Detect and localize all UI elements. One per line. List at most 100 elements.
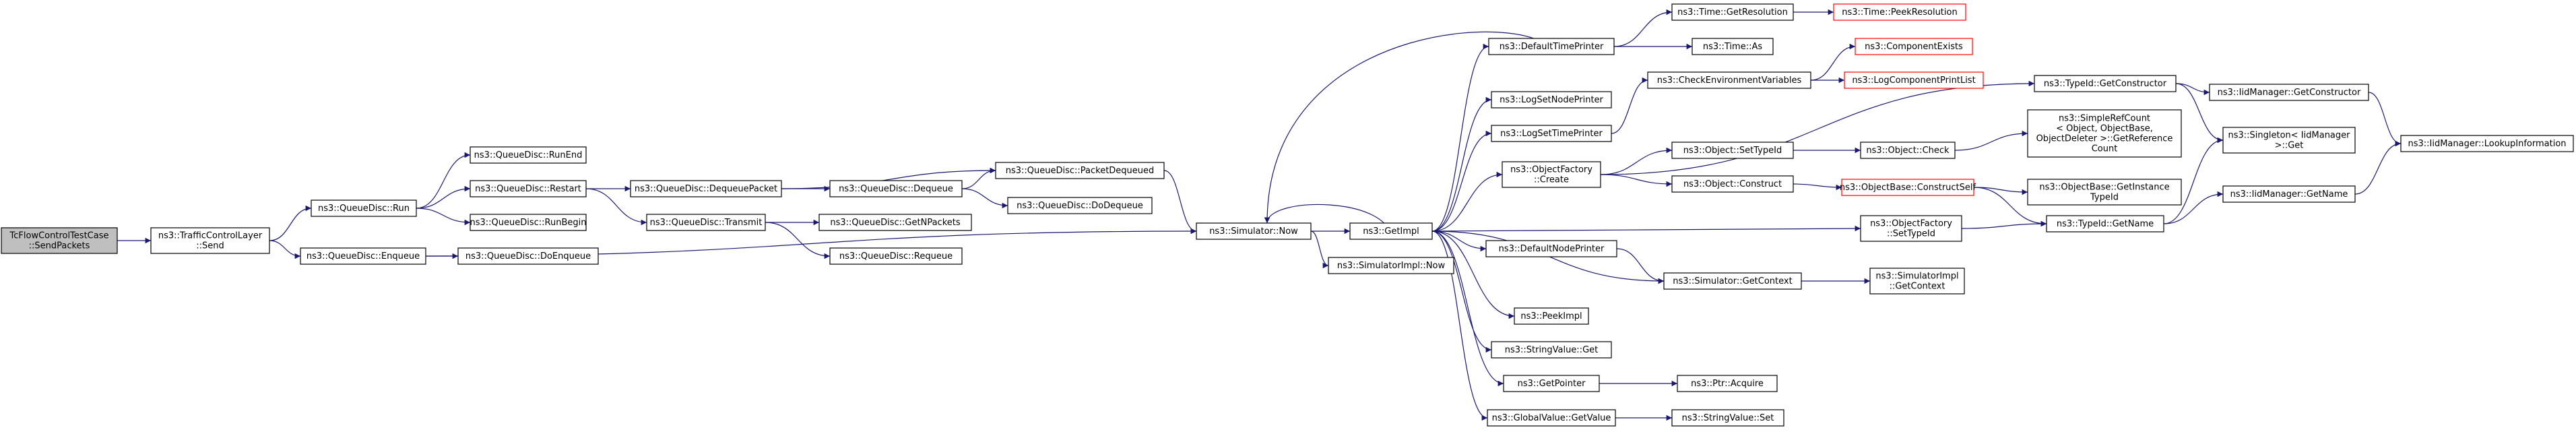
node-qd-restart[interactable]: ns3::QueueDisc::Restart — [470, 180, 587, 197]
node-label: ns3::ObjectFactory — [1870, 219, 1952, 229]
node-label: ns3::TrafficControlLayer — [158, 231, 263, 241]
node-object-check[interactable]: ns3::Object::Check — [1860, 142, 1956, 159]
node-defaultnodeprinter[interactable]: ns3::DefaultNodePrinter — [1485, 240, 1617, 257]
node-objectfactory-create[interactable]: ns3::ObjectFactory::Create — [1502, 161, 1601, 188]
node-qd-doenqueue[interactable]: ns3::QueueDisc::DoEnqueue — [457, 247, 599, 265]
node-label: ns3::LogComponentPrintList — [1852, 75, 1975, 86]
call-edge-getimpl-to-getpointer — [1431, 230, 1504, 387]
node-typeid-getname[interactable]: ns3::TypeId::GetName — [2046, 215, 2164, 233]
node-box — [1491, 341, 1612, 359]
node-qd-dodequeue[interactable]: ns3::QueueDisc::DoDequeue — [1007, 197, 1153, 214]
node-globalvalue-getvalue[interactable]: ns3::GlobalValue::GetValue — [1487, 409, 1616, 427]
node-box — [2209, 84, 2369, 101]
node-box — [2400, 135, 2574, 152]
node-box — [2222, 127, 2356, 154]
node-logsettimeprinter[interactable]: ns3::LogSetTimePrinter — [1491, 125, 1612, 142]
node-object-settypeid[interactable]: ns3::Object::SetTypeId — [1671, 142, 1794, 159]
node-box — [1502, 161, 1601, 188]
node-label: ns3::SimulatorImpl::Now — [1337, 261, 1446, 271]
node-tcl-send[interactable]: ns3::TrafficControlLayer::Send — [150, 227, 270, 254]
node-root[interactable]: TcFlowControlTestCase::SendPackets — [1, 227, 118, 254]
call-edge-iidmanager_getname-to-iidmanager_lookupinformation — [2354, 140, 2402, 195]
node-stringvalue-get[interactable]: ns3::StringValue::Get — [1491, 341, 1612, 359]
node-box — [818, 214, 972, 231]
node-qd-dequeue[interactable]: ns3::QueueDisc::Dequeue — [829, 180, 963, 197]
call-edge-typeid_getname-to-iidmanager_getname — [2163, 191, 2224, 224]
call-edge-getimpl-to-objectfactory_settypeid — [1431, 225, 1861, 232]
node-box — [2027, 179, 2182, 206]
node-box — [1647, 71, 1811, 89]
node-time-getresolution[interactable]: ns3::Time::GetResolution — [1671, 3, 1794, 21]
node-label: ns3::QueueDisc::Dequeue — [839, 184, 953, 194]
call-edge-getimpl-to-stringvalue_get — [1431, 230, 1492, 353]
node-label: < Object, ObjectBase, — [2056, 124, 2153, 134]
node-label: ns3::ObjectFactory — [1510, 165, 1592, 175]
call-edge-defaulttimeprinter-to-time_getresolution — [1613, 9, 1673, 47]
node-label: ns3::StringValue::Get — [1505, 345, 1598, 355]
node-box — [470, 214, 587, 231]
node-label: >::Get — [2275, 141, 2304, 151]
node-logsetnodeprinter[interactable]: ns3::LogSetNodePrinter — [1491, 91, 1612, 109]
node-qd-requeue[interactable]: ns3::QueueDisc::Requeue — [829, 247, 963, 265]
node-sim-now[interactable]: ns3::Simulator::Now — [1196, 222, 1312, 240]
node-iidmanager-getname[interactable]: ns3::IidManager::GetName — [2222, 185, 2356, 203]
node-time-peekresolution[interactable]: ns3::Time::PeekResolution — [1833, 3, 1966, 21]
node-box — [630, 180, 782, 197]
node-box — [2027, 109, 2182, 158]
node-label: ns3::QueueDisc::DequeuePacket — [635, 184, 777, 194]
node-label: ns3::PeekImpl — [1520, 311, 1582, 321]
node-componentexists[interactable]: ns3::ComponentExists — [1855, 38, 1973, 55]
node-objectbase-constructself[interactable]: ns3::ObjectBase::ConstructSelf — [1840, 179, 1976, 196]
node-checkenvvars[interactable]: ns3::CheckEnvironmentVariables — [1647, 71, 1811, 89]
node-simimpl-now[interactable]: ns3::SimulatorImpl::Now — [1328, 257, 1454, 274]
node-object-construct[interactable]: ns3::Object::Construct — [1671, 175, 1794, 193]
node-getpointer[interactable]: ns3::GetPointer — [1503, 375, 1600, 392]
call-edge-qd_dequeue-to-qd_packetdequeued — [961, 167, 996, 189]
call-edge-tcl_send-to-qd_enqueue — [269, 240, 301, 259]
node-qd-transmit[interactable]: ns3::QueueDisc::Transmit — [646, 214, 766, 231]
node-label: ::GetContext — [1890, 282, 1945, 292]
node-defaulttimeprinter[interactable]: ns3::DefaultTimePrinter — [1488, 38, 1615, 55]
node-label: ns3::ObjectBase::GetInstance — [2039, 183, 2169, 193]
node-qd-getnpackets[interactable]: ns3::QueueDisc::GetNPackets — [818, 214, 972, 231]
node-stringvalue-set[interactable]: ns3::StringValue::Set — [1671, 409, 1784, 427]
node-time-as[interactable]: ns3::Time::As — [1692, 38, 1774, 55]
call-edge-qd_transmit-to-qd_requeue — [765, 222, 831, 259]
node-qd-packetdequeued[interactable]: ns3::QueueDisc::PacketDequeued — [995, 162, 1165, 179]
node-box — [1671, 175, 1794, 193]
node-qd-enqueue[interactable]: ns3::QueueDisc::Enqueue — [300, 247, 426, 265]
node-simulator-getcontext[interactable]: ns3::Simulator::GetContext — [1663, 272, 1802, 290]
node-logcomponentprintlist[interactable]: ns3::LogComponentPrintList — [1844, 71, 1984, 89]
node-label: ns3::IidManager::LookupInformation — [2408, 139, 2566, 149]
node-simplerefcount-getref[interactable]: ns3::SimpleRefCount< Object, ObjectBase,… — [2027, 109, 2182, 158]
node-box — [1485, 240, 1617, 257]
node-getimpl[interactable]: ns3::GetImpl — [1349, 222, 1433, 240]
node-qd-runbegin[interactable]: ns3::QueueDisc::RunBegin — [470, 214, 587, 231]
node-ptr-acquire[interactable]: ns3::Ptr::Acquire — [1677, 375, 1778, 392]
node-label: ns3::Simulator::Now — [1209, 226, 1298, 237]
node-label: ns3::QueueDisc::GetNPackets — [830, 218, 960, 228]
node-objectfactory-settypeid[interactable]: ns3::ObjectFactory::SetTypeId — [1860, 215, 1962, 242]
node-box — [2222, 185, 2356, 203]
node-singleton-get[interactable]: ns3::Singleton< IidManager >::Get — [2222, 127, 2356, 154]
node-label: ns3::QueueDisc::Enqueue — [307, 251, 420, 261]
node-qd-runend[interactable]: ns3::QueueDisc::RunEnd — [470, 146, 587, 164]
node-peekimpl[interactable]: ns3::PeekImpl — [1514, 307, 1589, 325]
node-box — [1514, 307, 1589, 325]
node-iidmanager-lookupinformation[interactable]: ns3::IidManager::LookupInformation — [2400, 135, 2574, 152]
call-edge-objectfactory_create-to-typeid_getconstructor — [1600, 80, 2035, 175]
node-simulatorimpl-getcontext[interactable]: ns3::SimulatorImpl::GetContext — [1869, 268, 1965, 295]
node-qd-dequeuepacket[interactable]: ns3::QueueDisc::DequeuePacket — [630, 180, 782, 197]
call-edges — [117, 9, 2402, 421]
node-typeid-getconstructor[interactable]: ns3::TypeId::GetConstructor — [2034, 75, 2177, 92]
call-edge-objectbase_constructself-to-typeid_getname — [1973, 187, 2047, 227]
node-iidmanager-getconstructor[interactable]: ns3::IidManager::GetConstructor — [2209, 84, 2369, 101]
call-edge-qd_run-to-qd_runbegin — [416, 208, 471, 226]
node-qd-run[interactable]: ns3::QueueDisc::Run — [311, 199, 417, 217]
call-edge-logsettimeprinter-to-checkenvvars — [1611, 77, 1648, 134]
node-label: ns3::DefaultNodePrinter — [1499, 244, 1605, 254]
node-label: TypeId — [2090, 193, 2119, 203]
node-box — [1196, 222, 1312, 240]
